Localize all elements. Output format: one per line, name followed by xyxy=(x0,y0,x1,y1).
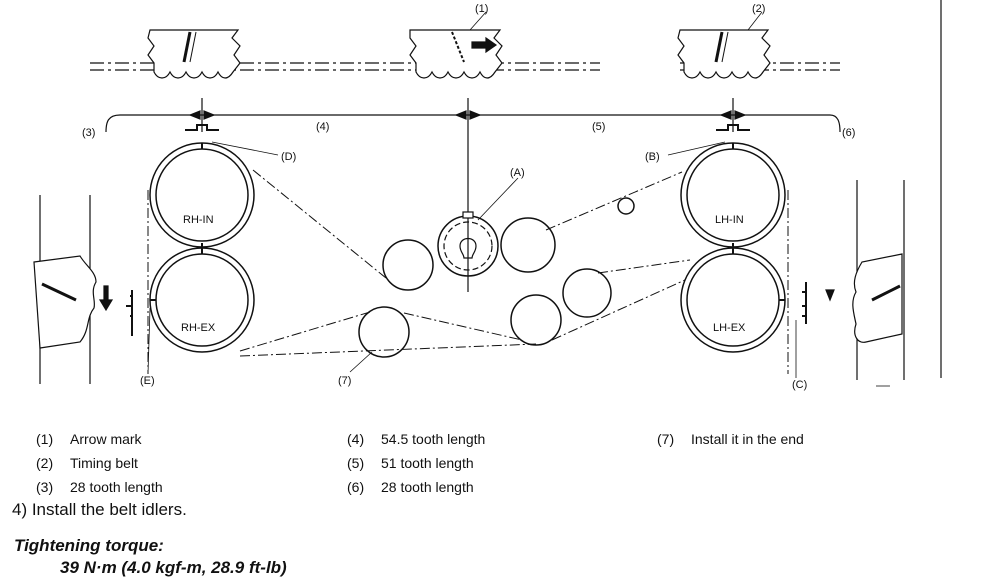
idler-7 xyxy=(358,306,410,358)
callout-3: (3) xyxy=(82,127,95,139)
crank-sprocket xyxy=(437,211,499,277)
torque-value: 39 N·m (4.0 kgf-m, 28.9 ft-lb) xyxy=(60,558,287,577)
pulley-rh-ex xyxy=(149,243,255,353)
torque-heading: Tightening torque: xyxy=(14,536,164,555)
callout-d: (D) xyxy=(281,151,296,163)
idler-upper-center xyxy=(500,217,556,273)
legend-item: (2)Timing belt xyxy=(36,455,138,471)
callout-e: (E) xyxy=(140,375,155,387)
pulley-lh-in xyxy=(680,142,786,248)
pulley-rh-in xyxy=(149,142,255,248)
belt-segment-left xyxy=(90,29,600,79)
pulley-label-lh-ex: LH-EX xyxy=(713,322,746,334)
belt-path xyxy=(147,169,789,374)
pulley-label-lh-in: LH-IN xyxy=(715,214,744,226)
idler-left xyxy=(382,239,434,291)
pulley-lh-ex xyxy=(680,243,786,353)
callout-c: (C) xyxy=(792,379,807,391)
legend-column-2: (4)54.5 tooth length (5)51 tooth length … xyxy=(347,427,485,499)
legend-item: (6)28 tooth length xyxy=(347,479,474,495)
callout-7: (7) xyxy=(338,375,351,387)
legend-column-1: (1)Arrow mark (2)Timing belt (3)28 tooth… xyxy=(36,427,163,499)
legend-item: (1)Arrow mark xyxy=(36,431,142,447)
pulley-label-rh-in: RH-IN xyxy=(183,214,214,226)
callout-6: (6) xyxy=(842,127,855,139)
legend-item: (7)Install it in the end xyxy=(657,431,804,447)
callout-b: (B) xyxy=(645,151,660,163)
legend-item: (5)51 tooth length xyxy=(347,455,474,471)
callout-a: (A) xyxy=(510,167,525,179)
idler-lower-right xyxy=(510,294,562,346)
belt-segment-right xyxy=(677,29,840,79)
callout-2: (2) xyxy=(752,3,765,15)
idler-small xyxy=(617,197,635,215)
arrow-mark-icon xyxy=(471,36,498,54)
idler-far-right xyxy=(562,268,612,318)
timing-belt-diagram: (1) (2) (3) (4) (5) (6) (7) (A) (B) (C) … xyxy=(33,0,942,391)
legend-column-3: (7)Install it in the end xyxy=(657,427,804,451)
callout-5: (5) xyxy=(592,121,605,133)
step-instruction: 4) Install the belt idlers. xyxy=(12,500,187,519)
belt-segment-center xyxy=(409,29,503,79)
legend-item: (4)54.5 tooth length xyxy=(347,431,486,447)
pulley-label-rh-ex: RH-EX xyxy=(181,322,216,334)
callout-4: (4) xyxy=(316,121,329,133)
legend-item: (3)28 tooth length xyxy=(36,479,163,495)
callout-1: (1) xyxy=(475,3,488,15)
